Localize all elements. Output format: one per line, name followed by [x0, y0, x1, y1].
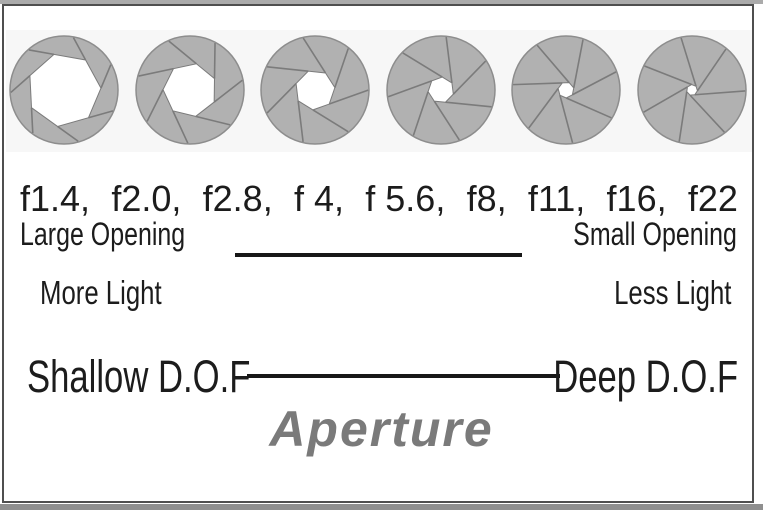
fstop-label: f22: [687, 178, 738, 219]
fstop-label: f2.8,: [202, 178, 273, 219]
aperture-icon: [386, 35, 496, 145]
large-opening-label: Large Opening: [20, 216, 186, 252]
aperture-icon: [511, 35, 621, 145]
figure-title: Aperture: [269, 401, 494, 457]
fstop-label: f11,: [527, 178, 586, 219]
deep-dof-label: Deep D.O.F: [553, 351, 738, 402]
aperture-icon: [637, 35, 747, 145]
fstop-scale: f1.4, f2.0, f2.8, f 4, f 5.6, f8, f11, f…: [20, 180, 738, 218]
top-strip: [0, 0, 763, 4]
small-opening-label: Small Opening: [573, 216, 737, 252]
figure-frame: [2, 4, 754, 503]
aperture-diagram: [9, 35, 747, 145]
dof-scale-line: [247, 374, 560, 378]
less-light-label: Less Light: [613, 274, 731, 311]
aperture-row-band: [6, 30, 754, 152]
fstop-label: f 4,: [293, 178, 345, 219]
aperture-icon: [135, 35, 245, 145]
shallow-dof-label: Shallow D.O.F: [27, 351, 251, 402]
fstop-label: f 5.6,: [365, 178, 446, 219]
aperture-icon: [9, 35, 119, 145]
fstop-label: f8,: [466, 178, 507, 219]
fstop-label: f2.0,: [111, 178, 182, 219]
fstop-label: f16,: [606, 178, 667, 219]
aperture-icon: [260, 35, 370, 145]
bottom-strip: [0, 504, 763, 510]
more-light-label: More Light: [40, 274, 162, 311]
opening-scale-line: [235, 253, 522, 257]
fstop-label: f1.4,: [20, 178, 91, 219]
